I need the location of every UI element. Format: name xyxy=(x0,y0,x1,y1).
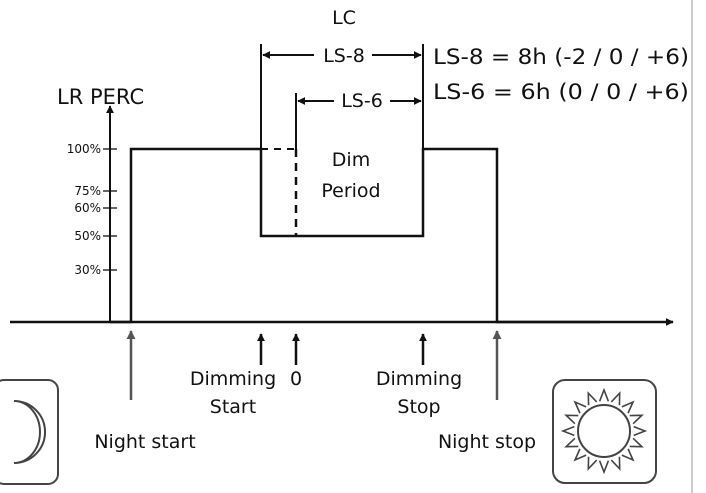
sun-ray xyxy=(610,456,621,471)
dim-period-label-1: Dim xyxy=(332,149,370,171)
dimming-start-label-2: Start xyxy=(210,396,256,418)
ls6-span-label: LS-6 xyxy=(341,90,383,112)
dimming-stop-label-1: Dimming xyxy=(376,368,462,390)
night-stop-label: Night stop xyxy=(438,431,536,453)
zero-label: 0 xyxy=(290,368,302,390)
sun-ray xyxy=(610,391,621,406)
tick-label-100: 100% xyxy=(67,142,101,156)
tick-label-50: 50% xyxy=(74,229,101,243)
dim-period-label-2: Period xyxy=(321,180,380,202)
sun-ray xyxy=(564,414,579,425)
light-level-profile xyxy=(110,147,600,324)
lc-label: LC xyxy=(332,7,356,29)
sun-ray xyxy=(621,400,635,414)
sun-ray xyxy=(587,391,598,406)
dimming-stop-label-2: Stop xyxy=(397,396,440,418)
sun-ray xyxy=(560,425,575,437)
moon-icon xyxy=(0,379,59,485)
sun-ray xyxy=(629,437,644,448)
sun-ray xyxy=(573,448,587,462)
sun-ray xyxy=(621,448,635,462)
y-ticks: 100% 75% 60% 50% 30% xyxy=(67,142,117,277)
sun-ray xyxy=(573,400,587,414)
sun-ray xyxy=(598,387,610,402)
ls6-definition: LS-6 = 6h (0 / 0 / +6) xyxy=(433,80,689,104)
tick-label-75: 75% xyxy=(74,184,101,198)
ls8-definition: LS-8 = 8h (-2 / 0 / +6) xyxy=(433,45,689,69)
dimming-start-label-1: Dimming xyxy=(190,368,276,390)
sun-icon xyxy=(552,379,657,484)
sun-ray xyxy=(629,414,644,425)
night-start-label: Night start xyxy=(94,431,195,453)
tick-label-60: 60% xyxy=(74,201,101,215)
ls8-span-label: LS-8 xyxy=(323,45,365,67)
sun-ray xyxy=(587,456,598,471)
y-axis-label: LR PERC xyxy=(57,85,144,109)
tick-label-30: 30% xyxy=(74,263,101,277)
sun-ray xyxy=(598,460,610,475)
sun-ray xyxy=(633,425,648,437)
sun-ray xyxy=(564,437,579,448)
